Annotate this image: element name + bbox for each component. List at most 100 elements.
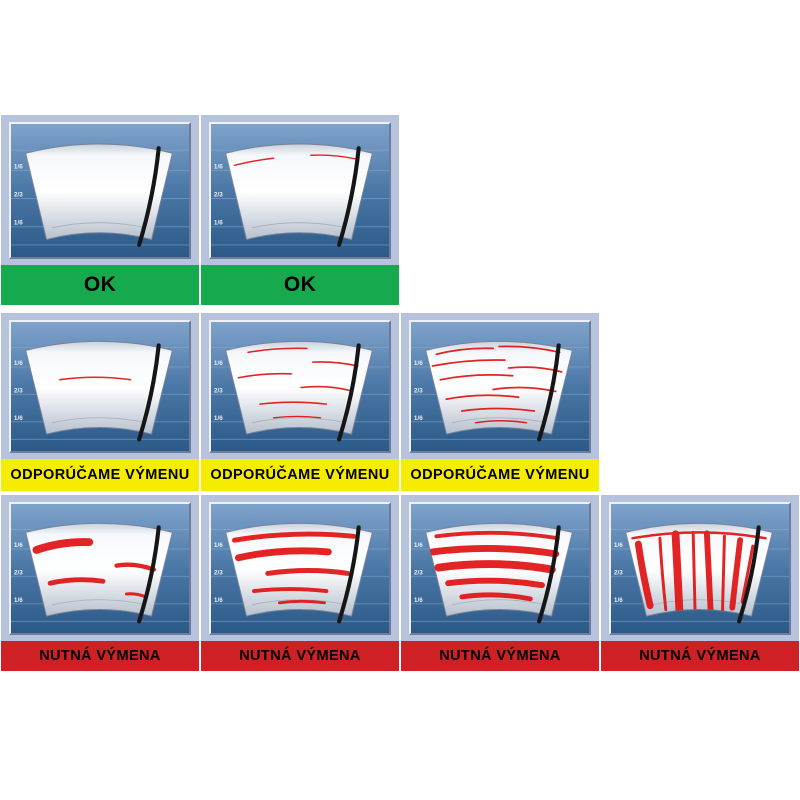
sweep-boundary-line xyxy=(451,417,547,424)
scale-label: 1/6 xyxy=(614,597,623,604)
wear-streak xyxy=(429,545,560,558)
scale-label: 1/6 xyxy=(214,542,223,549)
cell-replace-4: 1/6 2/3 1/6 NUTNÁ VÝMENA xyxy=(601,495,799,671)
wear-streak xyxy=(740,544,755,604)
wear-streak xyxy=(311,361,359,367)
cell-replace-3: 1/6 2/3 1/6 NUTNÁ VÝMENA xyxy=(401,495,599,671)
wear-streaks xyxy=(237,347,359,419)
cell-recommend-1: 1/6 2/3 1/6 ODPORÚČAME VÝMENU xyxy=(1,313,199,491)
scale-label: 1/6 xyxy=(14,163,23,170)
wiper-test-panel: 1/6 2/3 1/6 xyxy=(209,320,391,454)
wear-streak xyxy=(47,577,106,586)
wear-streak xyxy=(439,374,514,381)
sweep-boundary-line xyxy=(451,599,547,606)
wiper-blade xyxy=(337,525,361,624)
panel-area: 1/6 2/3 1/6 xyxy=(601,495,799,641)
cell-ok-2: 1/6 2/3 1/6 OK xyxy=(201,115,399,305)
cell-recommend-2: 1/6 2/3 1/6 ODPORÚČAME VÝMENU xyxy=(201,313,399,491)
status-label: NUTNÁ VÝMENA xyxy=(201,641,399,671)
scale-label: 1/6 xyxy=(14,220,23,227)
sweep-boundary-line xyxy=(251,599,347,606)
wiper-sweep-fan xyxy=(225,143,373,241)
scale-label: 2/3 xyxy=(414,569,423,576)
wiper-blade xyxy=(137,525,161,624)
cell-replace-1: 1/6 2/3 1/6 NUTNÁ VÝMENA xyxy=(1,495,199,671)
scale-label: 1/6 xyxy=(14,360,23,367)
status-label: ODPORÚČAME VÝMENU xyxy=(1,459,199,491)
sweep-boundary-line xyxy=(251,417,347,424)
wear-streak xyxy=(431,359,506,367)
scale-labels: 1/6 2/3 1/6 xyxy=(414,360,423,422)
scale-label: 1/6 xyxy=(414,360,423,367)
row-replacement-required: 1/6 2/3 1/6 NUTNÁ VÝMENA xyxy=(1,495,799,671)
wiper-test-image: 1/6 2/3 1/6 xyxy=(211,322,389,452)
panel-area: 1/6 2/3 1/6 xyxy=(1,313,199,459)
wiper-test-panel: 1/6 2/3 1/6 xyxy=(209,122,391,259)
wear-streak xyxy=(32,538,94,554)
wear-streak xyxy=(300,385,351,392)
sweep-boundary-line xyxy=(251,222,347,229)
scale-label: 2/3 xyxy=(614,569,623,576)
wear-streaks xyxy=(431,345,563,424)
scale-label: 1/6 xyxy=(214,597,223,604)
wiper-test-image: 1/6 2/3 1/6 xyxy=(211,124,389,257)
sweep-boundary-line xyxy=(51,417,147,424)
sweep-boundary-line xyxy=(51,222,147,229)
scale-labels: 1/6 2/3 1/6 xyxy=(414,542,423,604)
scale-label: 1/6 xyxy=(614,542,623,549)
wiper-sweep-fan xyxy=(25,143,173,241)
wear-streaks xyxy=(232,531,357,605)
wear-streak xyxy=(445,577,545,589)
status-label: ODPORÚČAME VÝMENU xyxy=(401,459,599,491)
wear-streak xyxy=(445,394,520,401)
status-label: NUTNÁ VÝMENA xyxy=(401,641,599,671)
wear-streak xyxy=(435,347,495,356)
wiper-test-image: 1/6 2/3 1/6 xyxy=(11,322,189,452)
status-label: NUTNÁ VÝMENA xyxy=(1,641,199,671)
wear-streak xyxy=(721,534,726,614)
status-label: ODPORÚČAME VÝMENU xyxy=(201,459,399,491)
wiper-test-panel: 1/6 2/3 1/6 xyxy=(609,502,791,636)
status-label: OK xyxy=(201,265,399,305)
scale-label: 2/3 xyxy=(214,387,223,394)
status-label: OK xyxy=(1,265,199,305)
wear-streak xyxy=(272,415,322,419)
wear-streak xyxy=(59,376,132,381)
wear-streak xyxy=(729,537,744,611)
scale-labels: 1/6 2/3 1/6 xyxy=(214,542,223,604)
wear-streak xyxy=(232,531,357,543)
wear-streak xyxy=(671,530,684,616)
wiper-test-image: 1/6 2/3 1/6 xyxy=(611,504,789,634)
wiper-test-panel: 1/6 2/3 1/6 xyxy=(209,502,391,636)
wear-streak xyxy=(658,536,668,612)
scale-label: 2/3 xyxy=(14,569,23,576)
scale-label: 1/6 xyxy=(14,415,23,422)
wiper-test-image: 1/6 2/3 1/6 xyxy=(411,504,589,634)
scale-label: 1/6 xyxy=(214,163,223,170)
row-ok: 1/6 2/3 1/6 OK xyxy=(1,115,399,305)
sweep-boundary-line xyxy=(651,599,747,606)
wear-streaks xyxy=(233,154,359,167)
panel-area: 1/6 2/3 1/6 xyxy=(1,115,199,265)
wear-streak xyxy=(310,154,359,160)
wear-streak xyxy=(631,531,767,540)
wear-streaks xyxy=(429,530,560,602)
cell-ok-1: 1/6 2/3 1/6 OK xyxy=(1,115,199,305)
wear-streak xyxy=(434,560,556,574)
scale-label: 1/6 xyxy=(414,542,423,549)
scale-labels: 1/6 2/3 1/6 xyxy=(614,542,623,604)
wiper-blade xyxy=(537,343,561,442)
wear-streak xyxy=(634,540,654,610)
cell-replace-2: 1/6 2/3 1/6 NUTNÁ VÝMENA xyxy=(201,495,399,671)
wiper-blade xyxy=(337,343,361,442)
panel-area: 1/6 2/3 1/6 xyxy=(201,115,399,265)
scale-labels: 1/6 2/3 1/6 xyxy=(214,360,223,422)
wiper-test-panel: 1/6 2/3 1/6 xyxy=(9,122,191,259)
wear-streak xyxy=(247,347,308,354)
scale-labels: 1/6 2/3 1/6 xyxy=(14,542,23,604)
panel-area: 1/6 2/3 1/6 xyxy=(201,495,399,641)
wiper-blade xyxy=(537,525,561,624)
wear-streak xyxy=(703,530,714,617)
wear-streak xyxy=(233,157,275,167)
